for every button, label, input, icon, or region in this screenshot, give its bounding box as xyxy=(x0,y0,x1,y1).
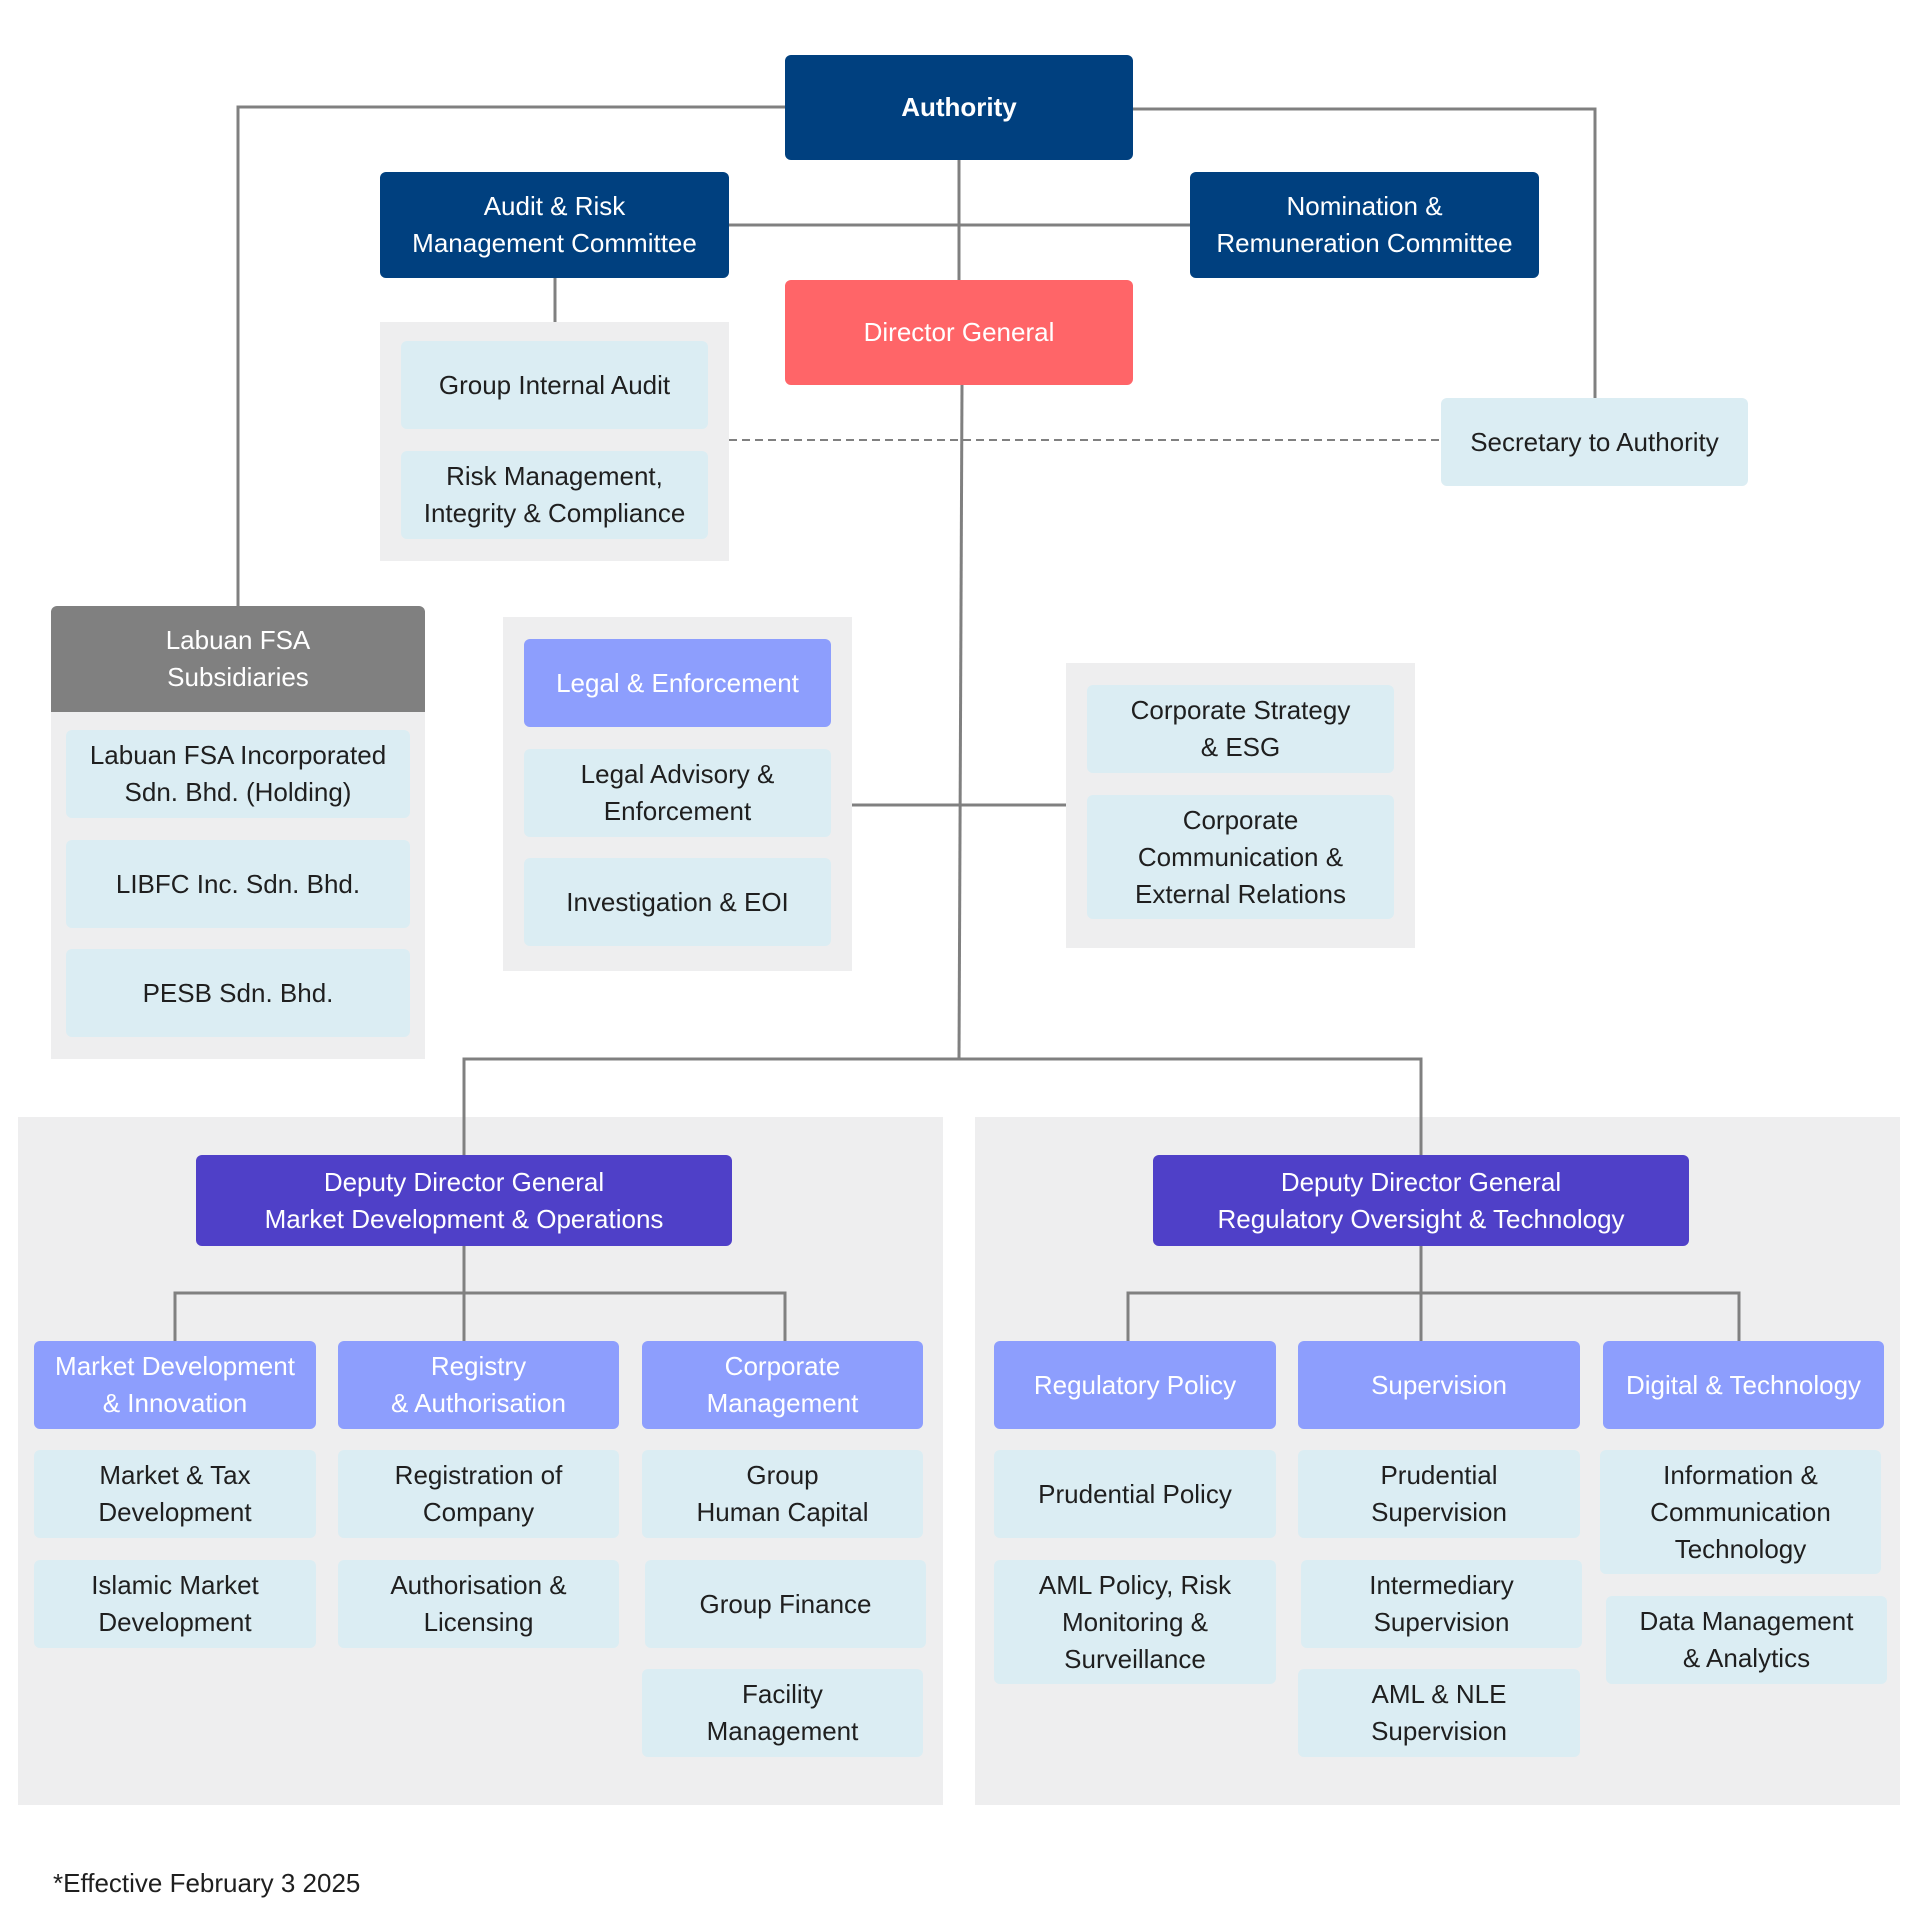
unit-box: Islamic Market Development xyxy=(34,1560,316,1648)
subsidiary-box: Labuan FSA Incorporated Sdn. Bhd. (Holdi… xyxy=(66,730,410,818)
unit-box: Data Management & Analytics xyxy=(1606,1596,1887,1684)
department-box: Registry & Authorisation xyxy=(338,1341,619,1429)
unit-box: Group Finance xyxy=(645,1560,926,1648)
department-box: Market Development & Innovation xyxy=(34,1341,316,1429)
unit-box: Market & Tax Development xyxy=(34,1450,316,1538)
authority-subsidiaries-connector xyxy=(236,105,785,606)
audit-unit-box: Group Internal Audit xyxy=(401,341,708,429)
audit-risk-committee-box: Audit & Risk Management Committee xyxy=(380,172,729,278)
legal-unit-box: Legal Advisory & Enforcement xyxy=(524,749,831,837)
unit-box: AML & NLE Supervision xyxy=(1298,1669,1580,1757)
legal-unit-box: Investigation & EOI xyxy=(524,858,831,946)
department-box: Corporate Management xyxy=(642,1341,923,1429)
subsidiary-box: PESB Sdn. Bhd. xyxy=(66,949,410,1037)
market-departments-bar xyxy=(173,1291,787,1341)
ddg-market-box: Deputy Director General Market Developme… xyxy=(196,1155,732,1246)
ddg-split-connector xyxy=(462,1057,1423,1155)
effective-date-footnote: *Effective February 3 2025 xyxy=(53,1868,361,1898)
unit-box: Facility Management xyxy=(642,1669,923,1757)
unit-box: AML Policy, Risk Monitoring & Surveillan… xyxy=(994,1560,1276,1684)
department-box: Supervision xyxy=(1298,1341,1580,1429)
unit-box: Authorisation & Licensing xyxy=(338,1560,619,1648)
regulatory-departments-bar xyxy=(1126,1291,1741,1341)
unit-box: Group Human Capital xyxy=(642,1450,923,1538)
authority-box: Authority xyxy=(785,55,1133,160)
unit-box: Prudential Policy xyxy=(994,1450,1276,1538)
unit-box: Intermediary Supervision xyxy=(1301,1560,1582,1648)
unit-box: Information & Communication Technology xyxy=(1600,1450,1881,1574)
nomination-committee-box: Nomination & Remuneration Committee xyxy=(1190,172,1539,278)
corporate-unit-box: Corporate Strategy & ESG xyxy=(1087,685,1394,773)
audit-unit-box: Risk Management, Integrity & Compliance xyxy=(401,451,708,539)
department-box: Regulatory Policy xyxy=(994,1341,1276,1429)
unit-box: Registration of Company xyxy=(338,1450,619,1538)
ddg-regulatory-box: Deputy Director General Regulatory Overs… xyxy=(1153,1155,1689,1246)
dg-trunk-connector xyxy=(957,384,964,1060)
secretary-to-authority-box: Secretary to Authority xyxy=(1441,398,1748,486)
legal-enforcement-header-box: Legal & Enforcement xyxy=(524,639,831,727)
subsidiaries-header-box: Labuan FSA Subsidiaries xyxy=(51,606,425,712)
subsidiary-box: LIBFC Inc. Sdn. Bhd. xyxy=(66,840,410,928)
department-box: Digital & Technology xyxy=(1603,1341,1884,1429)
unit-box: Prudential Supervision xyxy=(1298,1450,1580,1538)
corporate-unit-box: Corporate Communication & External Relat… xyxy=(1087,795,1394,919)
director-general-box: Director General xyxy=(785,280,1133,385)
authority-secretary-connector xyxy=(1133,107,1597,398)
